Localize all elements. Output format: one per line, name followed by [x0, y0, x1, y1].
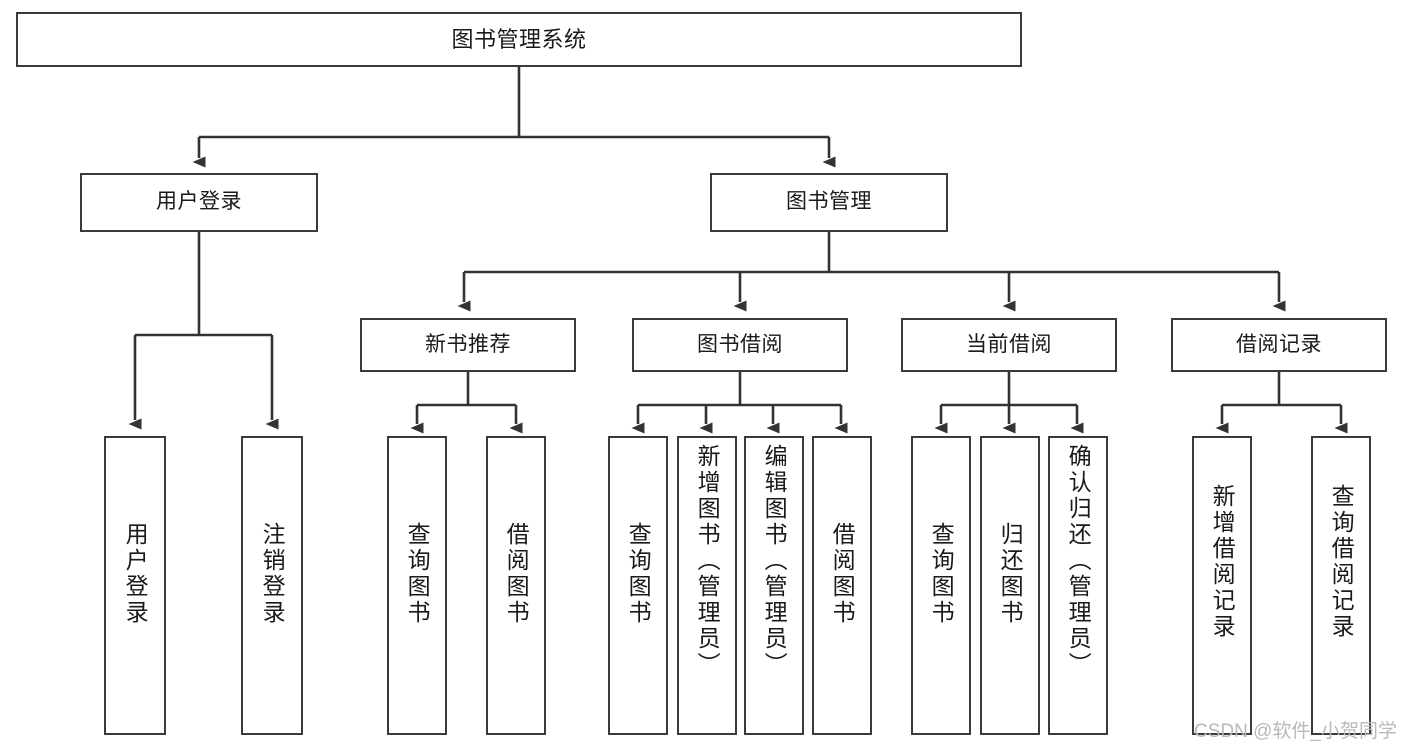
node-label: 编辑图书（管理员） — [761, 444, 788, 678]
node-label: 查询图书 — [404, 522, 431, 626]
node-label: 注销登录 — [259, 522, 286, 626]
leaf-query-book-borrow[interactable]: 查询图书 — [608, 436, 668, 735]
leaf-user-login[interactable]: 用户登录 — [104, 436, 166, 735]
node-label: 借阅图书 — [503, 522, 530, 626]
node-book-management[interactable]: 图书管理 — [710, 173, 948, 232]
leaf-edit-book-admin[interactable]: 编辑图书（管理员） — [744, 436, 804, 735]
leaf-borrow-book[interactable]: 借阅图书 — [812, 436, 872, 735]
node-label: 新书推荐 — [425, 332, 511, 356]
node-book-borrow[interactable]: 图书借阅 — [632, 318, 848, 372]
node-label: 查询图书 — [928, 522, 955, 626]
node-label: 借阅图书 — [829, 522, 856, 626]
node-label: 图书管理系统 — [451, 26, 587, 52]
leaf-return-book[interactable]: 归还图书 — [980, 436, 1040, 735]
leaf-add-borrow-record[interactable]: 新增借阅记录 — [1192, 436, 1252, 735]
node-label: 图书借阅 — [697, 332, 783, 356]
node-label: 当前借阅 — [966, 332, 1052, 356]
node-label: 新增图书（管理员） — [694, 444, 721, 678]
node-label: 查询借阅记录 — [1328, 484, 1355, 640]
node-label: 借阅记录 — [1236, 332, 1322, 356]
node-current-borrow[interactable]: 当前借阅 — [901, 318, 1117, 372]
leaf-query-book-newbook[interactable]: 查询图书 — [387, 436, 447, 735]
node-label: 图书管理 — [786, 190, 872, 214]
csdn-watermark: CSDN @软件_小贺同学 — [1194, 721, 1397, 742]
node-borrow-record[interactable]: 借阅记录 — [1171, 318, 1387, 372]
node-label: 用户登录 — [156, 190, 242, 214]
node-label: 归还图书 — [997, 522, 1024, 626]
leaf-query-book-current[interactable]: 查询图书 — [911, 436, 971, 735]
node-new-book-recommend[interactable]: 新书推荐 — [360, 318, 576, 372]
leaf-confirm-return-admin[interactable]: 确认归还（管理员） — [1048, 436, 1108, 735]
node-root-book-management-system[interactable]: 图书管理系统 — [16, 12, 1022, 67]
leaf-borrow-book-newbook[interactable]: 借阅图书 — [486, 436, 546, 735]
node-label: 确认归还（管理员） — [1065, 444, 1092, 678]
leaf-query-borrow-record[interactable]: 查询借阅记录 — [1311, 436, 1371, 735]
node-label: 新增借阅记录 — [1209, 484, 1236, 640]
node-user-login[interactable]: 用户登录 — [80, 173, 318, 232]
node-label: 用户登录 — [122, 522, 149, 626]
leaf-add-book-admin[interactable]: 新增图书（管理员） — [677, 436, 737, 735]
node-label: 查询图书 — [625, 522, 652, 626]
leaf-logout[interactable]: 注销登录 — [241, 436, 303, 735]
